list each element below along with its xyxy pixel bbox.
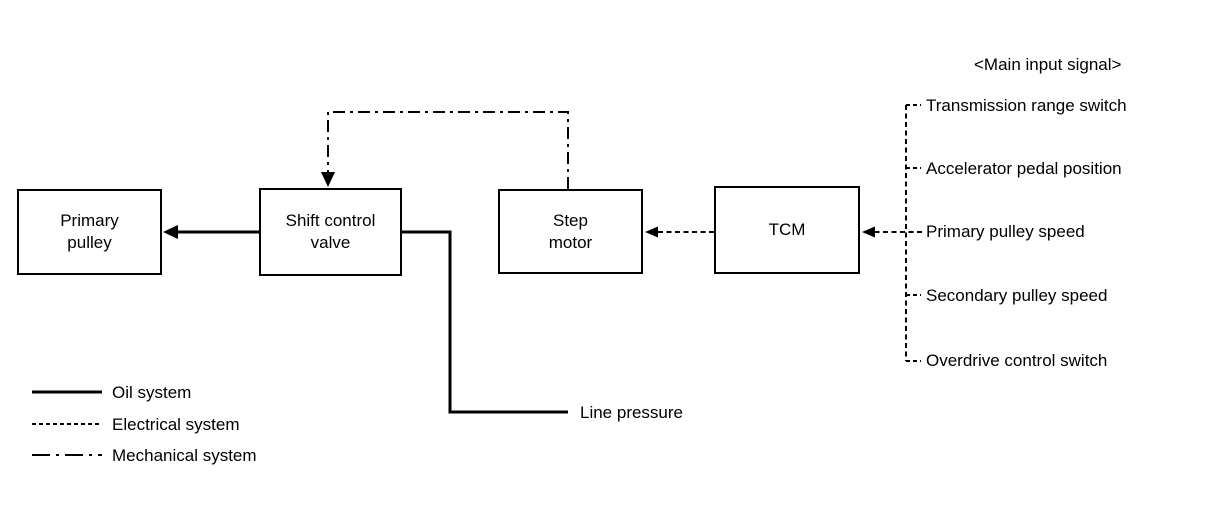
- signal-overdrive-control-switch: Overdrive control switch: [926, 351, 1108, 370]
- signal-accelerator-pedal-position: Accelerator pedal position: [926, 159, 1122, 178]
- primary-pulley-box: Primary pulley: [17, 189, 162, 275]
- signal-secondary-pulley-speed: Secondary pulley speed: [926, 286, 1108, 305]
- tcm-box: TCM: [714, 186, 860, 274]
- arrowhead-into-primary-pulley: [163, 225, 178, 239]
- legend-label-electrical-system: Electrical system: [112, 415, 240, 434]
- signal-primary-pulley-speed: Primary pulley speed: [926, 222, 1085, 241]
- arrowhead-into-shift-valve-top: [321, 172, 335, 187]
- legend-label-oil-system: Oil system: [112, 383, 192, 402]
- mechanical-line-step-to-shift: [327, 111, 569, 189]
- signal-transmission-range-switch: Transmission range switch: [926, 96, 1127, 115]
- arrowhead-into-step-motor: [645, 226, 658, 238]
- main-input-signal-title: <Main input signal>: [974, 55, 1122, 74]
- shift-control-valve-box: Shift control valve: [259, 188, 402, 276]
- step-motor-box: Step motor: [498, 189, 643, 274]
- oil-line-to-line-pressure: [402, 230, 568, 414]
- arrowhead-into-tcm: [862, 226, 875, 238]
- legend-label-mechanical-system: Mechanical system: [112, 446, 257, 465]
- line-pressure-label: Line pressure: [580, 403, 684, 422]
